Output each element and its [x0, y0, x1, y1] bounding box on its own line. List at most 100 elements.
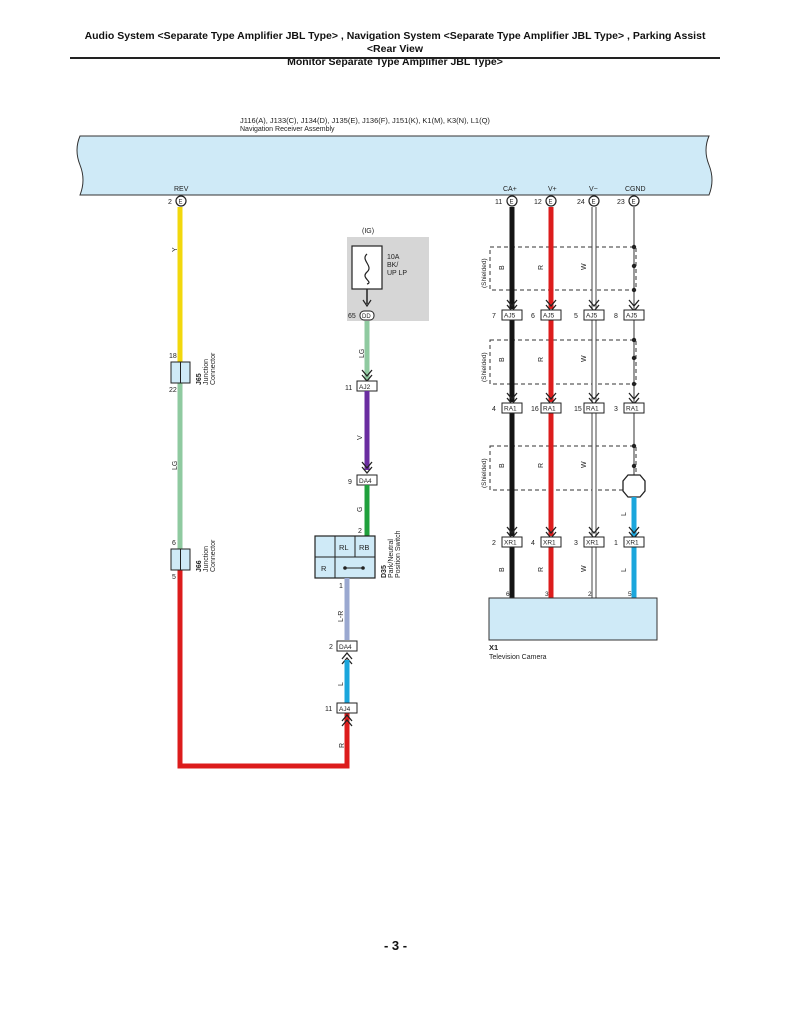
- j66-name-2: Connector: [210, 539, 217, 572]
- xr1-pin-cv-plus: 4: [531, 540, 535, 547]
- recv-pin-conn-cv-plus: E: [549, 200, 553, 206]
- fuse-name-1: BK/: [387, 262, 398, 269]
- xr1-connector-cb: [501, 536, 523, 548]
- ra1-pin-cb: 4: [492, 406, 496, 413]
- aj5-connector-cb: [501, 309, 523, 321]
- recv-pin-conn-cgnd: E: [632, 200, 636, 206]
- recv-pin-circle-cv-plus: [545, 195, 557, 207]
- ra1-connector-cv-plus: [540, 402, 562, 414]
- wire-color-label-1-cv-plus: R: [538, 265, 545, 270]
- switch-code: D35: [381, 565, 388, 578]
- xr1-label-cv-minus: XR1: [586, 540, 599, 547]
- xr1-connector-cv-minus: [583, 536, 605, 548]
- fuse-name-2: UP LP: [387, 270, 407, 277]
- aj5-pin-cv-minus: 5: [574, 313, 578, 320]
- wire-label-v: V: [357, 435, 364, 440]
- shield-box-2: [489, 339, 637, 385]
- wire-color-label-3-cb: B: [499, 463, 506, 468]
- fuse-ig-label: (IG): [362, 228, 374, 235]
- drain-dot-2-cgnd: [631, 287, 637, 293]
- j65-pin-bottom: 22: [169, 387, 177, 394]
- drain-dot-4-cgnd: [631, 355, 637, 361]
- ra1-connector-cgnd: [623, 402, 645, 414]
- fuse-rating: 10A: [387, 254, 400, 261]
- wire-label-y: Y: [172, 247, 179, 252]
- switch-rl: RL: [339, 543, 349, 552]
- xr1-connector-cgnd: [623, 536, 645, 548]
- header-divider: [70, 57, 720, 59]
- aj5-connector-cv-plus: [540, 309, 562, 321]
- aj4-arrow-icon: [341, 713, 353, 727]
- xr1-label-cb: XR1: [504, 540, 517, 547]
- ra1-pin-cv-plus: 16: [531, 406, 539, 413]
- camera-pin-cv-plus: 3: [545, 591, 549, 598]
- wire-color-label-4-cv-plus: R: [538, 567, 545, 572]
- receiver-codes: J116(A), J133(C), J134(D), J135(E), J136…: [240, 116, 490, 125]
- header-line-2: Monitor Separate Type Amplifier JBL Type…: [287, 56, 503, 68]
- rev-pin-circle: [175, 195, 187, 207]
- xr1-label-cgnd: XR1: [626, 540, 639, 547]
- navigation-receiver-body: [76, 135, 713, 196]
- pin-label-v-plus: V+: [548, 186, 557, 193]
- wire-label-lg-middle: LG: [359, 349, 366, 358]
- aj5-label-cgnd: AJ5: [626, 313, 638, 320]
- pin-label-cgnd: CGND: [625, 186, 646, 193]
- drain-dot-7-cgnd: [631, 463, 637, 469]
- rev-pin-num: 2: [168, 199, 172, 206]
- j66-name-1: Junction: [203, 546, 210, 572]
- recv-pin-conn-cb: E: [510, 200, 514, 206]
- aj4-pin: 11: [325, 706, 332, 713]
- pin-label-rev: REV: [174, 186, 189, 193]
- fuse-lead-arrow-icon: [362, 299, 372, 308]
- recv-pin-circle-cb: [506, 195, 518, 207]
- recv-pin-num-cv-plus: 12: [534, 199, 542, 206]
- rev-pin-conn: E: [179, 200, 183, 206]
- camera-name: Television Camera: [489, 654, 547, 661]
- switch-r: R: [321, 564, 327, 573]
- aj5-label-cv-plus: AJ5: [543, 313, 555, 320]
- wire-color-label-4-cv-minus: W: [581, 565, 588, 572]
- shield-label-3: (Shielded): [481, 458, 488, 488]
- da4-bottom-pin: 2: [329, 644, 333, 651]
- switch-name-1: Park/Neutral: [388, 539, 395, 578]
- shield-label-2: (Shielded): [481, 352, 488, 382]
- camera-code: X1: [489, 643, 498, 652]
- aj4-connector: [336, 702, 358, 714]
- wire-color-label-5-cgnd: L: [621, 512, 628, 516]
- xr1-label-cv-plus: XR1: [543, 540, 556, 547]
- wire-color-label-1-cv-minus: W: [581, 263, 588, 270]
- recv-pin-conn-cv-minus: E: [592, 200, 596, 206]
- page-number: - 3 -: [383, 938, 408, 953]
- shield-label-1: (Shielded): [481, 258, 488, 288]
- xr1-pin-cv-minus: 3: [574, 540, 578, 547]
- xr1-connector-cv-plus: [540, 536, 562, 548]
- da4-bottom-label: DA4: [339, 644, 352, 651]
- recv-pin-num-cgnd: 23: [617, 199, 625, 206]
- wire-color-label-4-cb: B: [499, 567, 506, 572]
- da4-top-arrow-icon: [361, 461, 373, 475]
- j66-pin-top: 6: [172, 540, 176, 547]
- switch-name-2: Position Switch: [395, 530, 402, 578]
- wire-label-r: R: [339, 743, 346, 748]
- j65-name-2: Connector: [210, 352, 217, 385]
- ra1-connector-cb: [501, 402, 523, 414]
- fuse-pin-num: 65: [348, 313, 356, 320]
- j66-pin-bottom: 5: [172, 574, 176, 581]
- page-header: Audio System <Separate Type Amplifier JB…: [70, 30, 720, 69]
- da4-bottom-arrow-icon: [341, 651, 353, 665]
- pin-label-ca: CA+: [503, 186, 517, 193]
- wire-label-l-middle: L: [338, 682, 345, 686]
- aj5-connector-cv-minus: [583, 309, 605, 321]
- ra1-pin-cgnd: 3: [614, 406, 618, 413]
- recv-pin-circle-cgnd: [628, 195, 640, 207]
- aj5-pin-cv-plus: 6: [531, 313, 535, 320]
- j66-code: J66: [196, 560, 203, 572]
- j65-code: J65: [196, 373, 203, 385]
- wire-label-g: G: [357, 507, 364, 512]
- ra1-label-cv-plus: RA1: [543, 406, 556, 413]
- aj4-label: AJ4: [339, 706, 351, 713]
- shield-box-1: [489, 246, 637, 291]
- aj5-pin-cgnd: 8: [614, 313, 618, 320]
- fuse-pin-conn: DD: [362, 314, 371, 320]
- xr1-pin-cgnd: 1: [614, 540, 618, 547]
